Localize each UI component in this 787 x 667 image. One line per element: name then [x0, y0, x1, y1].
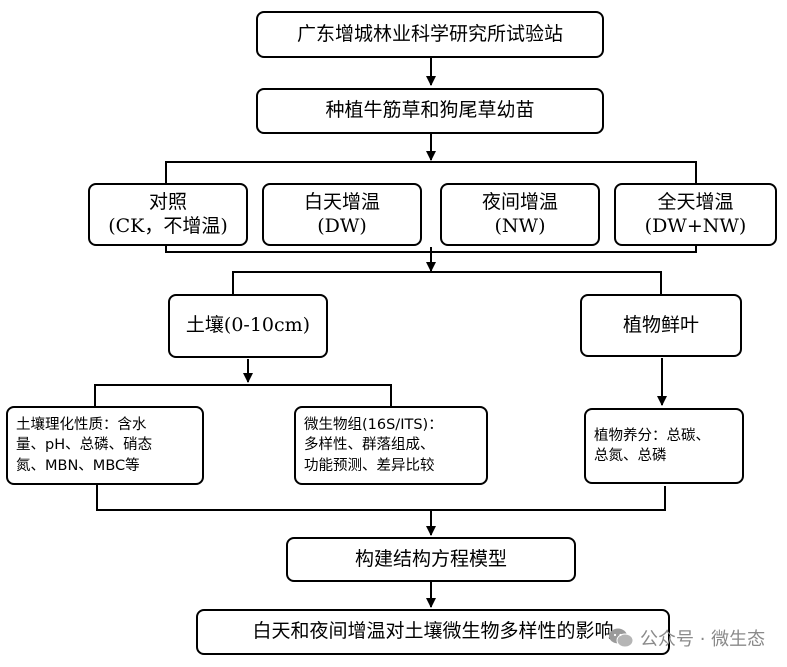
node-ck-line-2: (CK，不增温) [108, 214, 228, 237]
node-sem: 构建结构方程模型 [286, 537, 576, 582]
node-sem-line-1: 构建结构方程模型 [354, 547, 507, 570]
node-result: 白天和夜间增温对土壤微生物多样性的影响 [196, 609, 670, 655]
node-dwnw-line-1: 全天增温 [657, 190, 734, 213]
node-plant: 种植牛筋草和狗尾草幼苗 [256, 88, 604, 134]
node-station-line-1: 广东增城林业科学研究所试验站 [296, 22, 563, 45]
node-plant-nutrients-line-1: 植物养分：总碳、 [594, 427, 710, 444]
node-microbiome-line-3: 功能预测、差异比较 [304, 457, 435, 474]
node-station: 广东增城林业科学研究所试验站 [256, 11, 604, 58]
node-soil-properties-line-1: 土壤理化性质：含水 [16, 417, 147, 434]
node-nw-line-2: (NW) [494, 214, 546, 237]
node-soil-properties-line-3: 氮、MBN、MBC等 [16, 457, 140, 474]
treatment-bracket [165, 161, 697, 183]
node-dwnw: 全天增温 (DW+NW) [614, 183, 777, 246]
node-dw-line-2: (DW) [317, 214, 367, 237]
node-ck-line-1: 对照 [148, 190, 187, 213]
node-microbiome: 微生物组(16S/ITS)： 多样性、群落组成、 功能预测、差异比较 [294, 406, 488, 485]
node-soil: 土壤(0-10cm) [168, 294, 328, 358]
node-dw: 白天增温 (DW) [262, 183, 422, 246]
node-nw-line-1: 夜间增温 [481, 190, 558, 213]
node-dw-line-1: 白天增温 [303, 190, 380, 213]
node-plant-nutrients: 植物养分：总碳、 总氮、总磷 [584, 408, 744, 484]
watermark-text: 公众号 · 微生态 [640, 629, 766, 650]
wechat-logo-icon [609, 628, 634, 648]
node-dwnw-line-2: (DW+NW) [644, 214, 747, 237]
node-plant-line-1: 种植牛筋草和狗尾草幼苗 [325, 99, 535, 122]
node-leaf-line-1: 植物鲜叶 [622, 313, 699, 336]
node-nw: 夜间增温 (NW) [440, 183, 600, 246]
node-ck: 对照 (CK，不增温) [88, 183, 248, 246]
samples-bracket [232, 271, 662, 294]
node-soil-line-1: 土壤(0-10cm) [185, 314, 311, 337]
node-result-line-1: 白天和夜间增温对土壤微生物多样性的影响 [252, 620, 614, 643]
node-microbiome-line-2: 多样性、群落组成、 [304, 437, 435, 454]
node-soil-properties-line-2: 量、pH、总磷、硝态 [16, 437, 153, 454]
analyses-bottom-bracket [96, 485, 666, 511]
node-plant-nutrients-line-2: 总氮、总磷 [594, 448, 667, 464]
soil-analyses-bracket [94, 384, 392, 406]
watermark: 公众号 · 微生态 [608, 625, 765, 651]
node-leaf: 植物鲜叶 [580, 294, 742, 357]
node-soil-properties: 土壤理化性质：含水 量、pH、总磷、硝态 氮、MBN、MBC等 [6, 406, 204, 485]
node-microbiome-line-1: 微生物组(16S/ITS)： [304, 417, 443, 434]
